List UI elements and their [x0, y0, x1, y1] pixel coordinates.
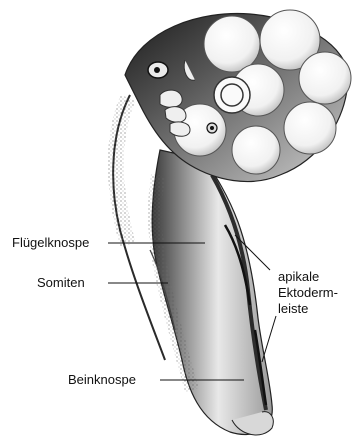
label-leg-bud: Beinknospe [68, 372, 136, 387]
label-ridge-line3: leiste [278, 301, 308, 316]
embryo-body [152, 150, 273, 435]
leader-ridge-lower [262, 316, 276, 362]
label-ridge-line2: Ektoderm- [278, 285, 338, 300]
eye [214, 77, 250, 113]
label-wing-bud: Flügelknospe [12, 235, 89, 250]
label-ridge-line1: apikale [278, 269, 319, 284]
label-somites: Somiten [37, 275, 85, 290]
